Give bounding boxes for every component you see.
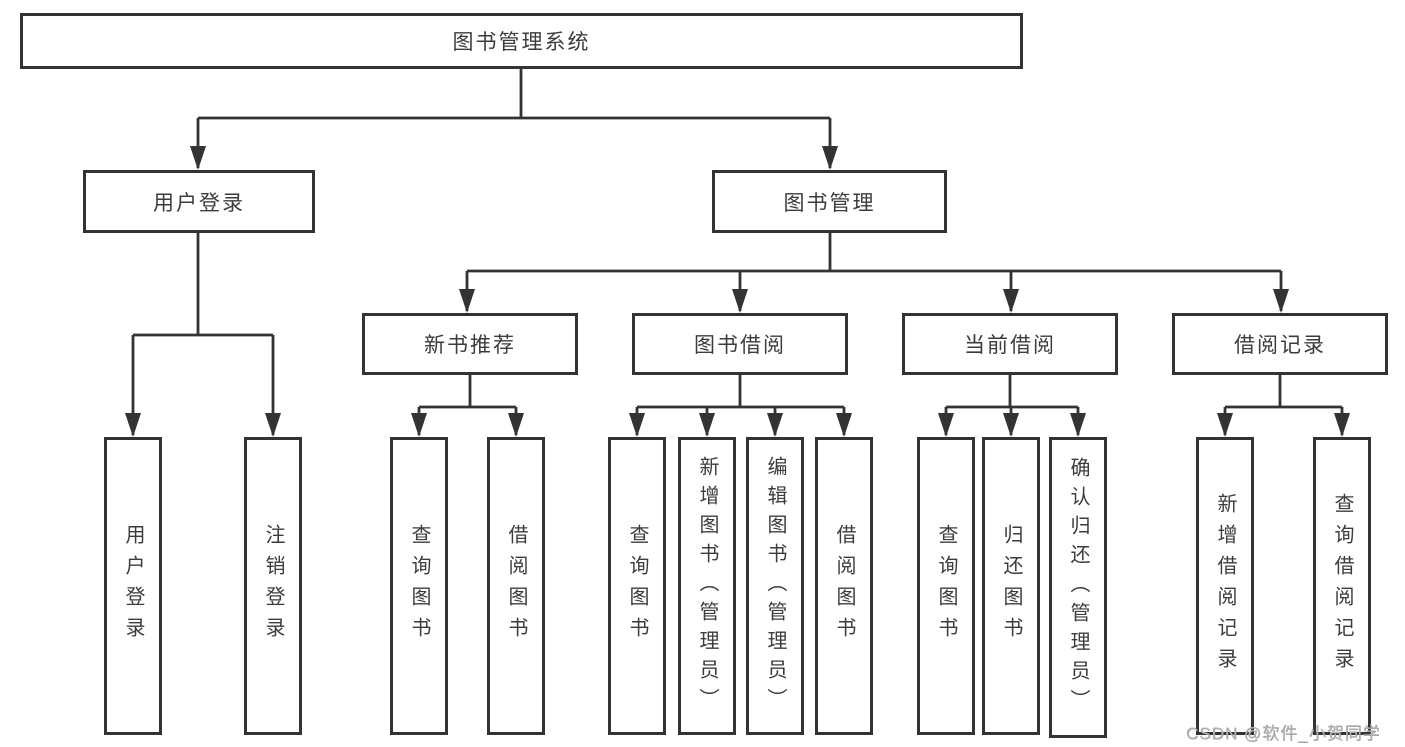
leaf-borrow-books-2-label: 借阅图书 — [833, 524, 855, 648]
leaf-query-books-2: 查询图书 — [608, 437, 666, 735]
leaf-return-books-label: 归还图书 — [1000, 524, 1022, 648]
leaf-query-borrow-record: 查询借阅记录 — [1313, 437, 1371, 735]
node-borrowing-records-label: 借阅记录 — [1234, 334, 1326, 357]
node-user-login: 用户登录 — [83, 170, 315, 233]
leaf-query-books-1: 查询图书 — [390, 437, 448, 735]
leaf-add-borrow-record-label: 新增借阅记录 — [1214, 493, 1236, 679]
leaf-edit-books-admin: 编辑图书（管理员） — [746, 437, 804, 735]
csdn-watermark: CSDN @软件_小贺同学 — [1186, 724, 1381, 743]
arrowheads-level2 — [190, 146, 838, 170]
node-book-borrowing: 图书借阅 — [632, 313, 848, 375]
leaf-add-books-admin: 新增图书（管理员） — [678, 437, 736, 735]
leaf-logout-label: 注销登录 — [262, 524, 284, 648]
node-current-borrowing: 当前借阅 — [902, 313, 1118, 375]
node-root-system: 图书管理系统 — [20, 13, 1023, 69]
node-new-book-recommendation-label: 新书推荐 — [424, 334, 516, 357]
leaf-query-books-1-label: 查询图书 — [408, 524, 430, 648]
connector-book-borrow-group — [635, 375, 846, 435]
leaf-query-borrow-record-label: 查询借阅记录 — [1331, 493, 1353, 679]
leaf-edit-books-admin-label: 编辑图书（管理员） — [764, 455, 786, 717]
leaf-borrow-books-2: 借阅图书 — [815, 437, 873, 735]
arrowheads-new-book-group — [411, 413, 524, 437]
arrowheads-user-login-group — [125, 413, 281, 437]
leaf-add-borrow-record: 新增借阅记录 — [1196, 437, 1254, 735]
leaf-return-books: 归还图书 — [982, 437, 1040, 735]
node-user-login-label: 用户登录 — [153, 191, 245, 215]
leaf-logout: 注销登录 — [244, 437, 302, 735]
node-root-label: 图书管理系统 — [452, 31, 591, 54]
node-book-borrowing-label: 图书借阅 — [694, 334, 786, 357]
arrowheads-book-borrow-group — [629, 413, 852, 437]
leaf-query-books-3-label: 查询图书 — [935, 524, 957, 648]
arrowheads-current-borrow-group — [938, 413, 1086, 437]
leaf-add-books-admin-label: 新增图书（管理员） — [696, 455, 718, 717]
node-book-management-label: 图书管理 — [783, 191, 876, 215]
leaf-query-books-2-label: 查询图书 — [626, 524, 648, 648]
leaf-borrow-books-1: 借阅图书 — [487, 437, 545, 735]
connector-new-book-group — [417, 375, 518, 435]
connector-book-mgmt-to-level3 — [465, 233, 1283, 311]
node-borrowing-records: 借阅记录 — [1172, 313, 1388, 375]
node-new-book-recommendation: 新书推荐 — [362, 313, 578, 375]
leaf-user-login: 用户登录 — [104, 437, 162, 735]
leaf-borrow-books-1-label: 借阅图书 — [505, 524, 527, 648]
leaf-confirm-return-admin: 确认归还（管理员） — [1049, 437, 1107, 738]
arrowheads-level3 — [459, 289, 1289, 313]
connector-user-login-group — [131, 233, 275, 435]
node-book-management: 图书管理 — [712, 170, 947, 233]
node-current-borrowing-label: 当前借阅 — [964, 334, 1056, 357]
leaf-user-login-label: 用户登录 — [122, 524, 144, 648]
connector-borrow-record-group — [1223, 375, 1344, 435]
arrowheads-borrow-record-group — [1217, 413, 1350, 437]
connector-root-to-level2 — [196, 69, 832, 168]
leaf-confirm-return-admin-label: 确认归还（管理员） — [1067, 457, 1089, 718]
leaf-query-books-3: 查询图书 — [917, 437, 975, 735]
connector-current-borrow-group — [944, 375, 1080, 435]
